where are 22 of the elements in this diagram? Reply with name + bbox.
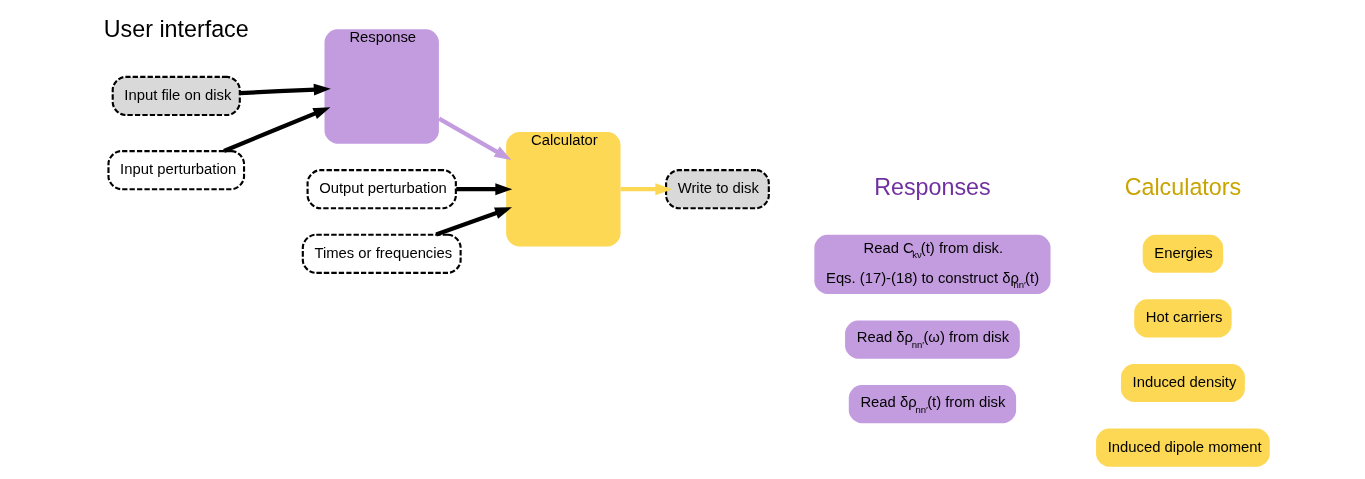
label: Calculators xyxy=(1124,174,1242,201)
node-box: Write to disk xyxy=(665,169,770,210)
node-box: Input file on disk xyxy=(111,75,241,117)
node-box: Read δρ$_{nn′}$(t) from disk xyxy=(848,385,1017,424)
arrow xyxy=(456,183,513,196)
node-box: Induced density xyxy=(1120,363,1245,403)
node-box: Calculator xyxy=(506,132,621,247)
node-box: Input perturbation xyxy=(107,150,246,191)
arrow xyxy=(620,183,673,196)
label: User interface xyxy=(103,16,249,43)
node-box: Read δρ$_{nn′}$(ω) from disk xyxy=(845,320,1020,359)
arrow xyxy=(438,116,512,161)
arrow xyxy=(223,107,331,153)
node-box: Read C$_{kν}$(t) from disk. Eqs. (17)-(18) to construct δρ$_{nn′}$(t) xyxy=(814,234,1051,295)
node-box: Energies xyxy=(1142,234,1224,273)
node-box: Times or frequencies xyxy=(301,233,462,274)
node-box: Output perturbation xyxy=(306,169,457,210)
node-box: Hot carriers xyxy=(1134,299,1232,338)
label: Responses xyxy=(874,174,991,201)
arrow xyxy=(239,83,331,96)
node-box: Induced dipole moment xyxy=(1096,428,1270,467)
node-box: Response xyxy=(324,29,439,144)
